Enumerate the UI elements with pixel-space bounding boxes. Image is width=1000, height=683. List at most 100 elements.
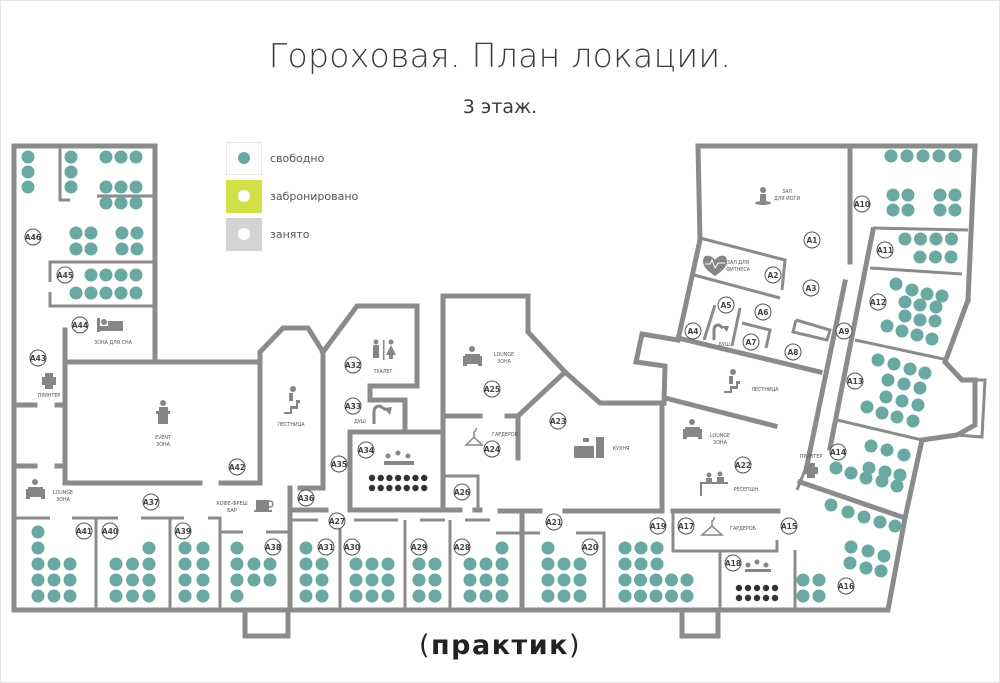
seat-free[interactable] xyxy=(365,573,379,587)
seat-free[interactable] xyxy=(916,149,930,163)
seat-free[interactable] xyxy=(479,589,493,603)
seat-free[interactable] xyxy=(541,573,555,587)
seat-free[interactable] xyxy=(299,557,313,571)
seat-free[interactable] xyxy=(178,557,192,571)
seat-free[interactable] xyxy=(650,541,664,555)
seat-free[interactable] xyxy=(903,362,917,376)
seat-free[interactable] xyxy=(898,309,912,323)
seat-free[interactable] xyxy=(929,232,943,246)
seat-free[interactable] xyxy=(634,589,647,603)
seat-free[interactable] xyxy=(315,573,329,587)
seat-free[interactable] xyxy=(649,573,663,587)
room-label-a3[interactable]: A3 xyxy=(802,279,820,297)
seat-free[interactable] xyxy=(911,398,925,412)
room-label-a15[interactable]: A15 xyxy=(780,517,798,535)
room-label-a43[interactable]: A43 xyxy=(29,349,47,367)
seat-free[interactable] xyxy=(129,196,143,210)
seat-free[interactable] xyxy=(875,474,889,488)
room-label-a46[interactable]: A46 xyxy=(24,228,42,246)
seat-free[interactable] xyxy=(31,557,45,571)
seat-free[interactable] xyxy=(862,461,876,475)
seat-free[interactable] xyxy=(897,377,911,391)
room-label-a7[interactable]: A7 xyxy=(742,333,760,351)
seat-free[interactable] xyxy=(895,324,909,338)
seat-free[interactable] xyxy=(841,505,855,519)
seat-free[interactable] xyxy=(428,557,442,571)
seat-free[interactable] xyxy=(948,149,962,163)
seat-free[interactable] xyxy=(196,573,210,587)
room-label-a36[interactable]: A36 xyxy=(297,489,315,507)
seat-free[interactable] xyxy=(875,406,889,420)
seat-free[interactable] xyxy=(349,589,363,603)
seat-free[interactable] xyxy=(873,515,887,529)
room-label-a29[interactable]: A29 xyxy=(410,538,428,556)
seat-free[interactable] xyxy=(618,541,632,555)
seat-free[interactable] xyxy=(129,268,143,282)
seat-free[interactable] xyxy=(463,557,477,571)
seat-free[interactable] xyxy=(886,203,900,217)
seat-free[interactable] xyxy=(178,541,192,555)
seat-free[interactable] xyxy=(64,180,78,194)
seat-free[interactable] xyxy=(129,286,143,300)
seat-free[interactable] xyxy=(844,540,858,554)
seat-free[interactable] xyxy=(541,589,555,603)
seat-free[interactable] xyxy=(114,180,128,194)
seat-free[interactable] xyxy=(573,589,587,603)
seat-free[interactable] xyxy=(349,557,363,571)
seat-free[interactable] xyxy=(130,226,144,240)
seat-free[interactable] xyxy=(541,541,555,555)
seat-free[interactable] xyxy=(299,541,313,555)
seat-free[interactable] xyxy=(913,313,927,327)
seat-free[interactable] xyxy=(64,150,78,164)
room-label-a28[interactable]: A28 xyxy=(453,538,471,556)
seat-free[interactable] xyxy=(142,541,156,555)
seat-free[interactable] xyxy=(109,589,123,603)
room-label-a32[interactable]: A32 xyxy=(344,356,362,374)
seat-free[interactable] xyxy=(69,226,83,240)
seat-free[interactable] xyxy=(680,589,694,603)
seat-free[interactable] xyxy=(932,149,946,163)
seat-free[interactable] xyxy=(381,557,395,571)
seat-free[interactable] xyxy=(412,589,426,603)
seat-free[interactable] xyxy=(99,150,113,164)
room-label-a31[interactable]: A31 xyxy=(317,538,335,556)
seat-free[interactable] xyxy=(263,573,277,587)
seat-free[interactable] xyxy=(844,466,858,480)
seat-free[interactable] xyxy=(230,589,244,603)
seat-free[interactable] xyxy=(247,557,261,571)
seat-free[interactable] xyxy=(933,203,947,217)
seat-free[interactable] xyxy=(142,557,156,571)
seat-free[interactable] xyxy=(618,589,632,603)
seat-free[interactable] xyxy=(84,268,98,282)
seat-free[interactable] xyxy=(824,498,838,512)
seat-free[interactable] xyxy=(812,589,826,603)
seat-free[interactable] xyxy=(109,573,123,587)
seat-free[interactable] xyxy=(880,319,894,333)
seat-free[interactable] xyxy=(890,479,904,493)
seat-free[interactable] xyxy=(99,180,113,194)
seat-free[interactable] xyxy=(944,250,958,264)
seat-free[interactable] xyxy=(925,332,939,346)
seat-free[interactable] xyxy=(860,400,874,414)
seat-free[interactable] xyxy=(196,557,210,571)
seat-free[interactable] xyxy=(929,300,943,314)
seat-free[interactable] xyxy=(64,165,78,179)
seat-free[interactable] xyxy=(905,283,919,297)
seat-free[interactable] xyxy=(115,242,129,256)
seat-free[interactable] xyxy=(680,573,694,587)
seat-free[interactable] xyxy=(84,286,98,300)
seat-free[interactable] xyxy=(69,286,83,300)
seat-free[interactable] xyxy=(178,573,192,587)
seat-free[interactable] xyxy=(874,564,888,578)
room-label-a25[interactable]: A25 xyxy=(483,380,501,398)
seat-free[interactable] xyxy=(381,589,395,603)
seat-free[interactable] xyxy=(412,573,426,587)
seat-free[interactable] xyxy=(196,589,210,603)
room-label-a8[interactable]: A8 xyxy=(784,343,802,361)
seat-free[interactable] xyxy=(859,471,873,485)
seat-free[interactable] xyxy=(31,525,45,539)
room-label-a22[interactable]: A22 xyxy=(734,456,752,474)
seat-free[interactable] xyxy=(557,573,571,587)
seat-free[interactable] xyxy=(114,286,128,300)
room-label-a45[interactable]: A45 xyxy=(56,266,74,284)
